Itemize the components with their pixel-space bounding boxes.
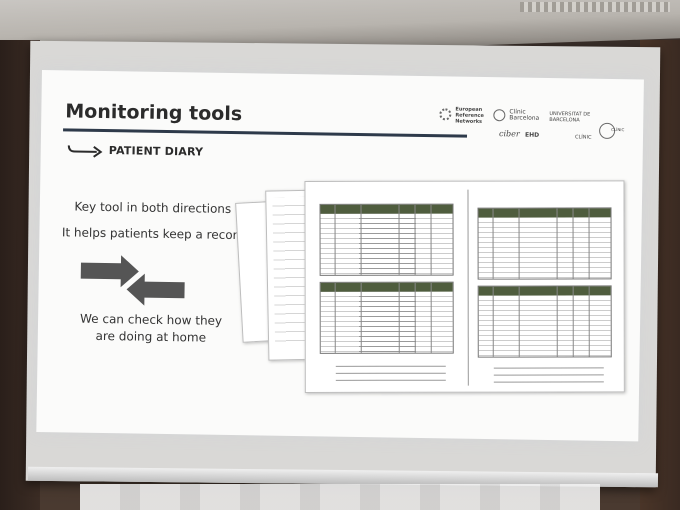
diary-sheet-front — [304, 180, 625, 393]
ciber-logo-text: ciber — [498, 129, 520, 139]
ern-logo-text: European Reference Networks — [455, 106, 484, 125]
point-helps-record: It helps patients keep a record — [61, 225, 246, 243]
floor-banner — [80, 484, 600, 510]
observation-line — [493, 374, 604, 376]
bidirectional-arrows-icon — [80, 255, 185, 306]
clinic-logo-icon — [493, 109, 506, 122]
diary-grid-top-left — [319, 203, 454, 276]
sheet-fold — [467, 189, 469, 386]
ceiling-vent — [520, 2, 670, 12]
observation-line — [493, 367, 604, 369]
cancer-center-logo-text: CLÍNIC — [611, 126, 625, 133]
arrow-right-icon — [67, 145, 103, 158]
ub-logo-text: UNIVERSITAT DE BARCELONA — [549, 110, 591, 124]
diary-grid-bottom-left — [319, 281, 454, 354]
ciber-suffix: EHD — [524, 131, 540, 139]
point-key-tool: Key tool in both directions — [74, 199, 232, 216]
presentation-slide: Monitoring tools PATIENT DIARY European … — [36, 70, 644, 442]
diary-grid-top-right — [477, 207, 612, 280]
grid-columns — [479, 208, 611, 279]
point-check-home-1: We can check how they — [79, 311, 223, 328]
slide-title: Monitoring tools — [65, 100, 243, 126]
grid-columns — [479, 286, 611, 357]
observation-line — [335, 379, 446, 381]
grid-columns — [321, 204, 453, 275]
grid-columns — [321, 282, 453, 353]
ern-logo-icon — [439, 108, 452, 121]
slide-subtitle: PATIENT DIARY — [108, 144, 204, 159]
logo-bar: European Reference Networks Clínic Barce… — [439, 100, 640, 163]
observation-line — [335, 365, 446, 367]
point-check-home-2: are doing at home — [95, 328, 207, 345]
clinic-logo-text: Clínic Barcelona — [509, 108, 540, 122]
irb-logo-text: CLÍNIC — [574, 134, 592, 141]
title-rule — [63, 128, 468, 138]
observation-line — [493, 381, 604, 383]
diary-grid-bottom-right — [477, 285, 612, 358]
observation-line — [335, 372, 446, 374]
